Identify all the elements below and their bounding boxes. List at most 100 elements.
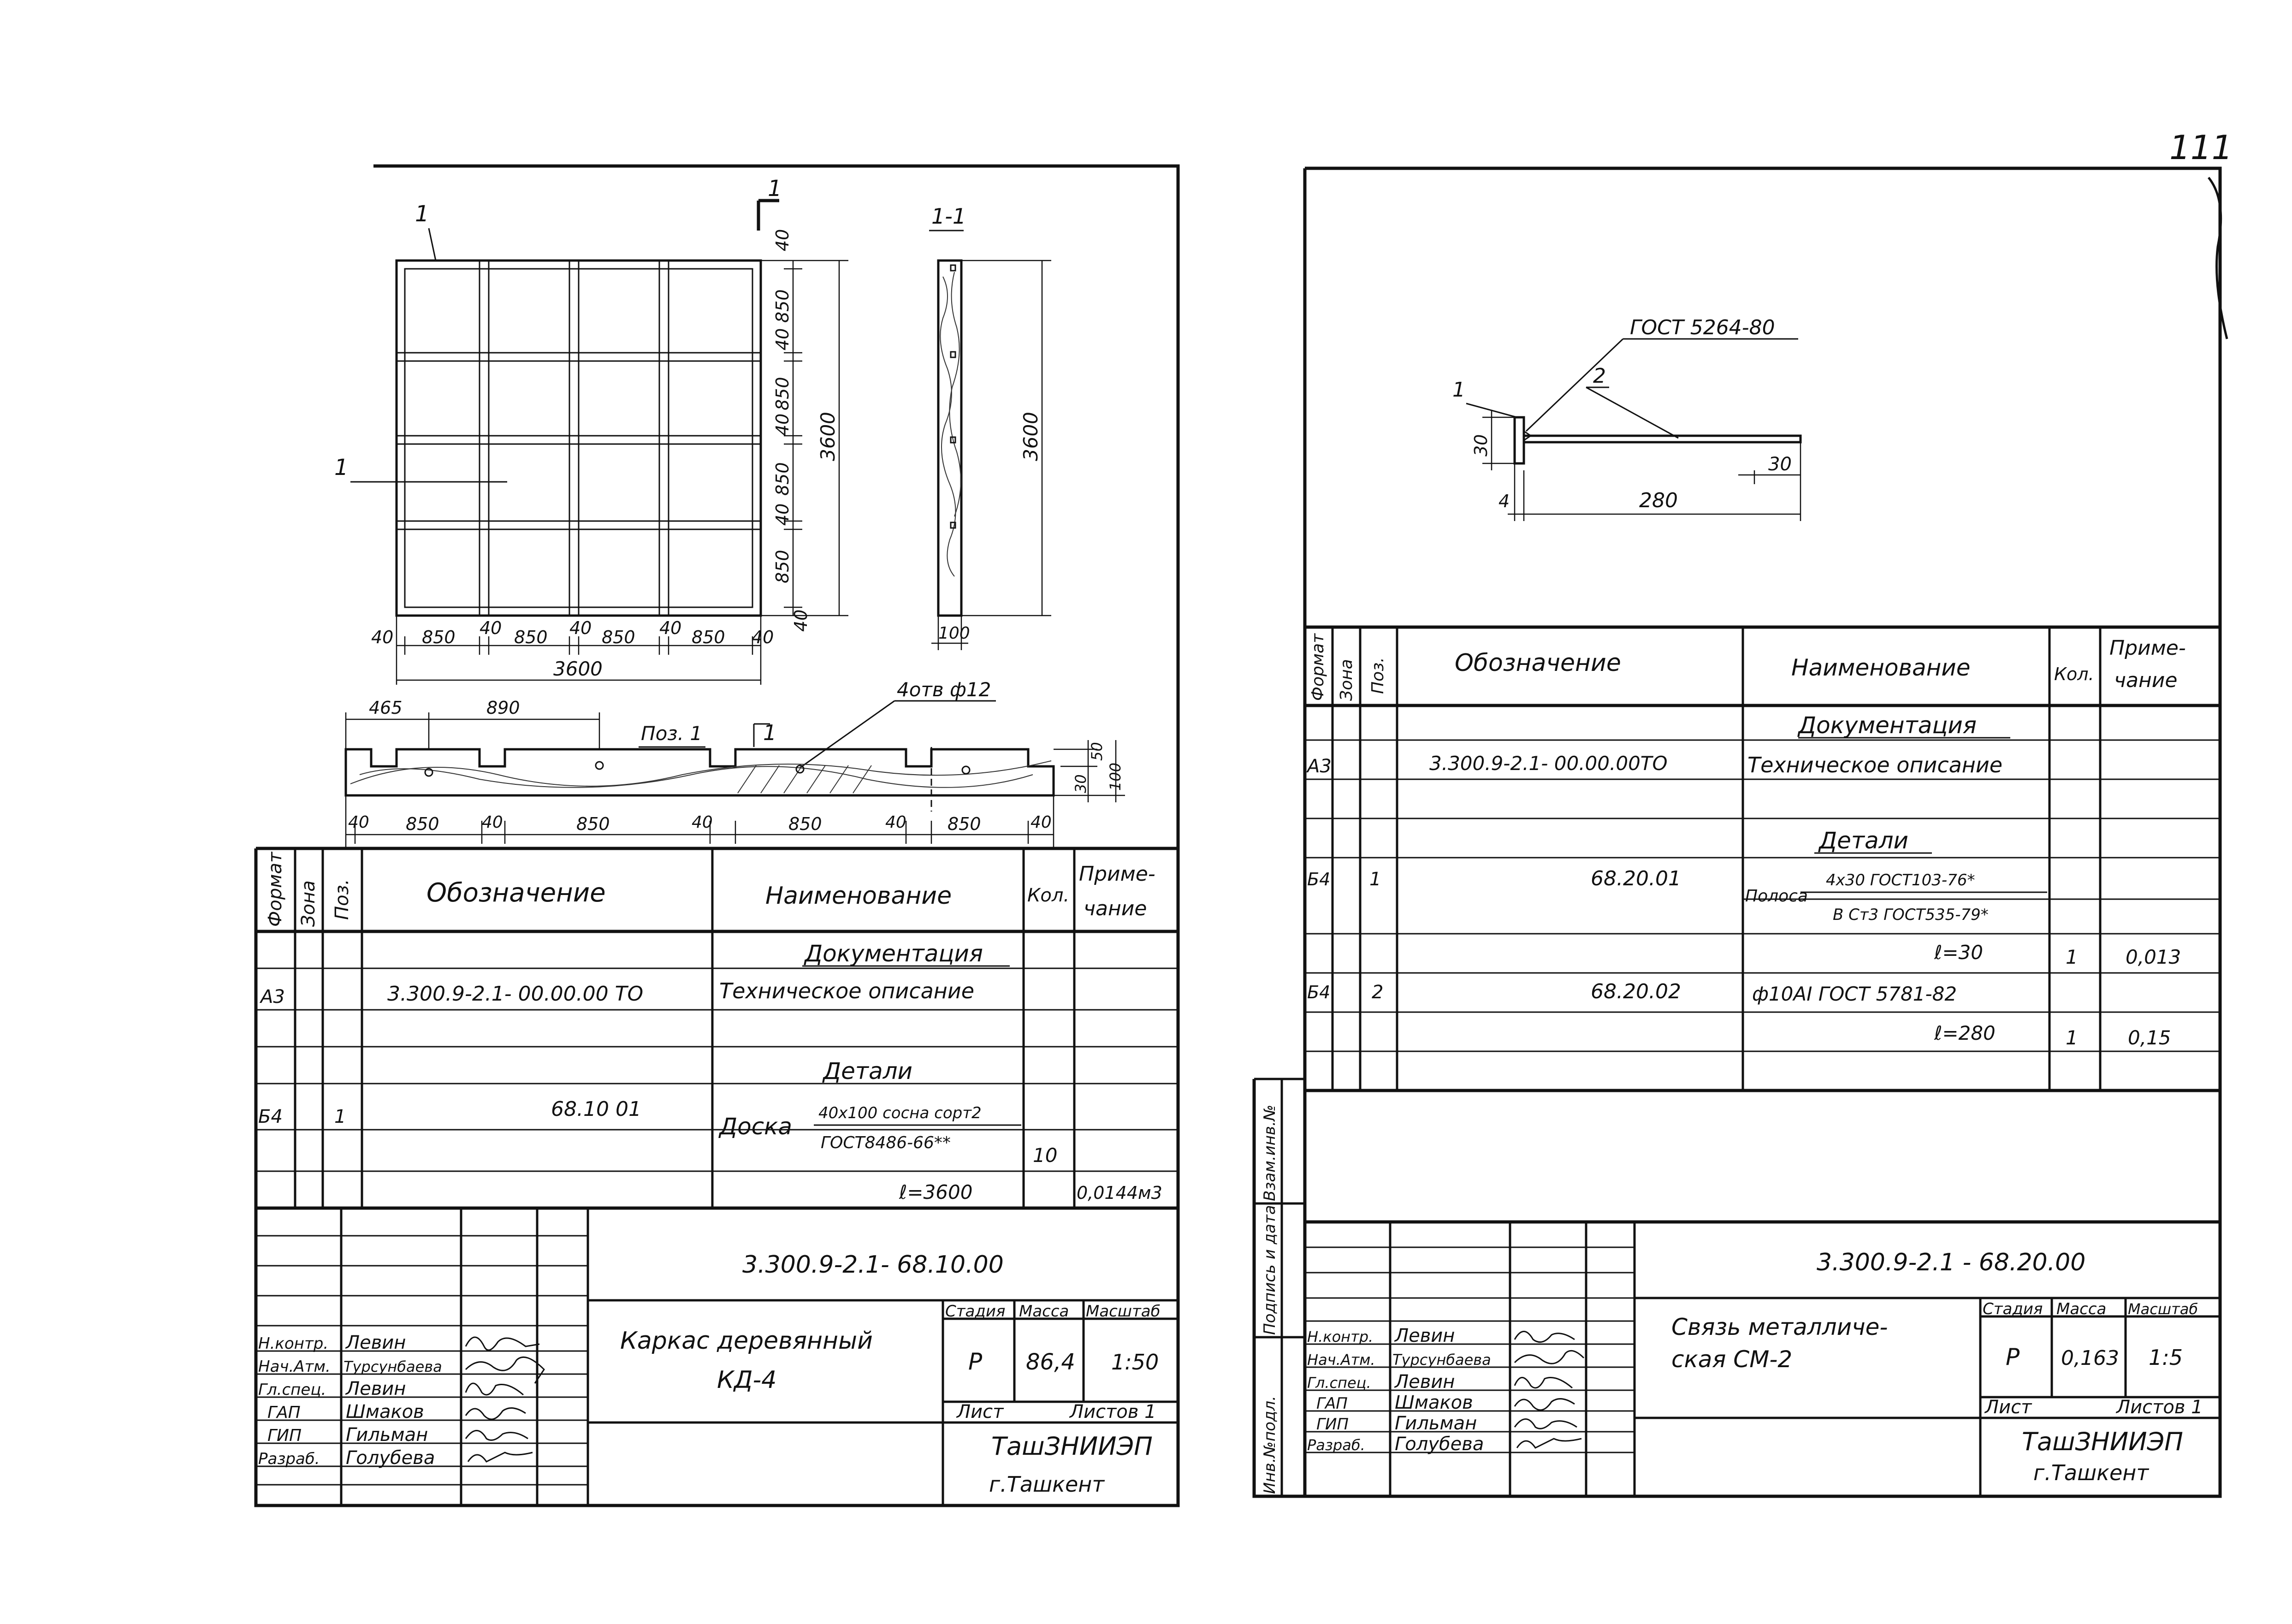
tb-right-org: ТашЗНИИЭП	[2022, 1427, 2183, 1456]
tb-right-role-5: Разраб.	[1307, 1436, 1365, 1454]
frame-dim-v-4: 40	[772, 414, 793, 436]
row-part-name: Доска	[718, 1113, 792, 1140]
side-stamp-2: Взам.инв.№	[1261, 1105, 1279, 1201]
r-row-part1-length: ℓ=30	[1934, 941, 1983, 964]
r-row-part1-name-top: 4х30 ГОСТ103-76*	[1826, 871, 1975, 889]
frame-dim-h-0: 40	[371, 627, 393, 647]
tb-left-city: г.Ташкент	[989, 1472, 1105, 1497]
frame-dim-v-6: 40	[772, 504, 793, 526]
frame-dim-h-6: 40	[659, 618, 681, 638]
row-docs-designation: 3.300.9-2.1- 00.00.00 ТО	[387, 982, 643, 1006]
board-h-50: 50	[1088, 742, 1106, 761]
tb-left-role-1: Нач.Атм.	[258, 1357, 331, 1376]
row-part-format: Б4	[258, 1106, 283, 1127]
tb-right-name-2: Левин	[1394, 1371, 1455, 1393]
hdr-designation: Обозначение	[426, 878, 606, 908]
r-row-part2-designation: 68.20.02	[1591, 980, 1681, 1003]
frame-dim-h-8: 40	[752, 627, 774, 647]
sheet-left: 1 1 1 40 850 40 850 40 850 40 850 4	[254, 164, 1180, 1507]
tb-right-mass: 0,163	[2061, 1346, 2119, 1370]
tb-left-mass: 86,4	[1026, 1349, 1075, 1375]
board-offset-1: 465	[369, 698, 403, 718]
r-row-docs-designation: 3.300.9-2.1- 00.00.00ТО	[1429, 752, 1668, 775]
tb-right-name-1: Турсунбаева	[1392, 1351, 1491, 1369]
frame-dim-v-0: 40	[772, 229, 793, 251]
board-dim-2: 40	[482, 813, 503, 832]
section-mark-top: 1	[768, 176, 782, 202]
row-part-name-top: 40х100 сосна сорт2	[818, 1104, 982, 1122]
tb-left-sheets-label: Листов 1	[1069, 1401, 1156, 1422]
tb-left-role-4: ГИП	[267, 1426, 302, 1445]
hdr-format: Формат	[265, 851, 286, 927]
tb-left-name-5: Голубева	[346, 1447, 435, 1469]
frame-vertical-boards	[479, 261, 669, 616]
r-row-part2-format: Б4	[1307, 982, 1330, 1002]
tb-right-title-1: Связь металличе-	[1671, 1314, 1888, 1340]
r-row-docs-format: А3	[1306, 756, 1332, 777]
row-docs-name: Техническое описание	[719, 978, 974, 1003]
r-hdr-designation: Обозначение	[1455, 649, 1621, 677]
tb-right-scale: 1:5	[2149, 1345, 2183, 1370]
board-wood-grain	[350, 760, 1052, 787]
tb-left-name-2: Левин	[345, 1378, 406, 1399]
weld-gost-label: ГОСТ 5264-80	[1630, 316, 1775, 339]
frame-dim-h-4: 40	[569, 618, 592, 638]
row-part-qty: 10	[1033, 1144, 1057, 1167]
section-docs: Документация	[804, 940, 983, 967]
r-row-part1-designation: 68.20.01	[1591, 867, 1681, 890]
frame-horizontal-boards	[397, 352, 761, 530]
r-row-part2-qty: 1	[2066, 1026, 2078, 1049]
spec-table-right: Формат Зона Поз. Обозначение Наименовани…	[1305, 625, 2220, 1092]
tb-left-name-3: Шмаков	[346, 1401, 424, 1422]
frame-dim-h-7: 850	[692, 627, 725, 647]
tb-left-name-4: Гильман	[346, 1424, 428, 1446]
board-dim-6: 40	[885, 813, 906, 832]
frame-dim-v-5: 850	[772, 462, 793, 496]
tb-right-role-1: Нач.Атм.	[1307, 1351, 1375, 1369]
tb-left-scale: 1:50	[1111, 1350, 1159, 1375]
r-hdr-format: Формат	[1309, 633, 1327, 701]
r-hdr-zone: Зона	[1337, 659, 1356, 701]
tie-dim-length: 280	[1639, 489, 1678, 512]
r-row-part2-name: ф10АI ГОСТ 5781-82	[1752, 983, 1957, 1005]
tb-left-title-2: КД-4	[717, 1366, 776, 1394]
tb-right-name-4: Гильман	[1395, 1413, 1477, 1434]
section-board	[937, 259, 963, 617]
tb-left-org: ТашЗНИИЭП	[991, 1432, 1153, 1461]
section-wood-grain	[940, 276, 956, 577]
tb-right-role-2: Гл.спец.	[1307, 1374, 1371, 1392]
tb-left-scale-label: Масштаб	[1086, 1302, 1161, 1321]
tb-left-mass-label: Масса	[1019, 1302, 1069, 1321]
tb-left-role-2: Гл.спец.	[258, 1381, 326, 1399]
tb-left-stage: Р	[968, 1348, 983, 1375]
right-sheet-frame	[1252, 166, 2222, 1498]
board-dim-1: 850	[406, 814, 439, 834]
r-hdr-pos: Поз.	[1368, 657, 1387, 694]
row-docs-format: А3	[259, 986, 285, 1008]
r-row-part2-pos: 2	[1372, 982, 1383, 1003]
r-row-part1-name-bottom: В Ст3 ГОСТ535-79*	[1833, 906, 1989, 924]
tie-rod	[1522, 434, 1802, 444]
board-h-30: 30	[1072, 774, 1090, 793]
tie-plate	[1513, 416, 1525, 465]
r-row-part1-qty: 1	[2066, 946, 2078, 968]
board-outline	[344, 748, 1055, 797]
metal-tie-cm2-view: ГОСТ 5264-80 2 1 30 280 30 4	[1452, 316, 1802, 521]
sheet-right: Инв.№подл. Подпись и дата Взам.инв.№ ГОС…	[1252, 166, 2228, 1498]
frame-dim-h-1: 850	[422, 627, 456, 647]
frame-kd4-view: 1 1 1 40 850 40 850 40 850 40 850 4	[334, 176, 848, 685]
r-section-docs: Документация	[1797, 712, 1977, 739]
tb-left-stage-label: Стадия	[945, 1302, 1005, 1321]
section-parts: Детали	[822, 1058, 912, 1085]
tb-left-sheet-label: Лист	[956, 1401, 1004, 1422]
title-block-left: 3.300.9-2.1- 68.10.00 Каркас деревянный …	[256, 1208, 1178, 1505]
r-section-parts: Детали	[1818, 827, 1908, 854]
frame-dim-v-2: 40	[772, 328, 793, 350]
tb-right-mass-label: Масса	[2056, 1300, 2106, 1318]
leader-label-top: 1	[415, 201, 429, 227]
r-row-docs-name: Техническое описание	[1747, 753, 2002, 777]
hdr-zone: Зона	[298, 880, 319, 927]
tb-right-name-0: Левин	[1394, 1325, 1455, 1346]
r-hdr-qty: Кол.	[2054, 664, 2094, 684]
